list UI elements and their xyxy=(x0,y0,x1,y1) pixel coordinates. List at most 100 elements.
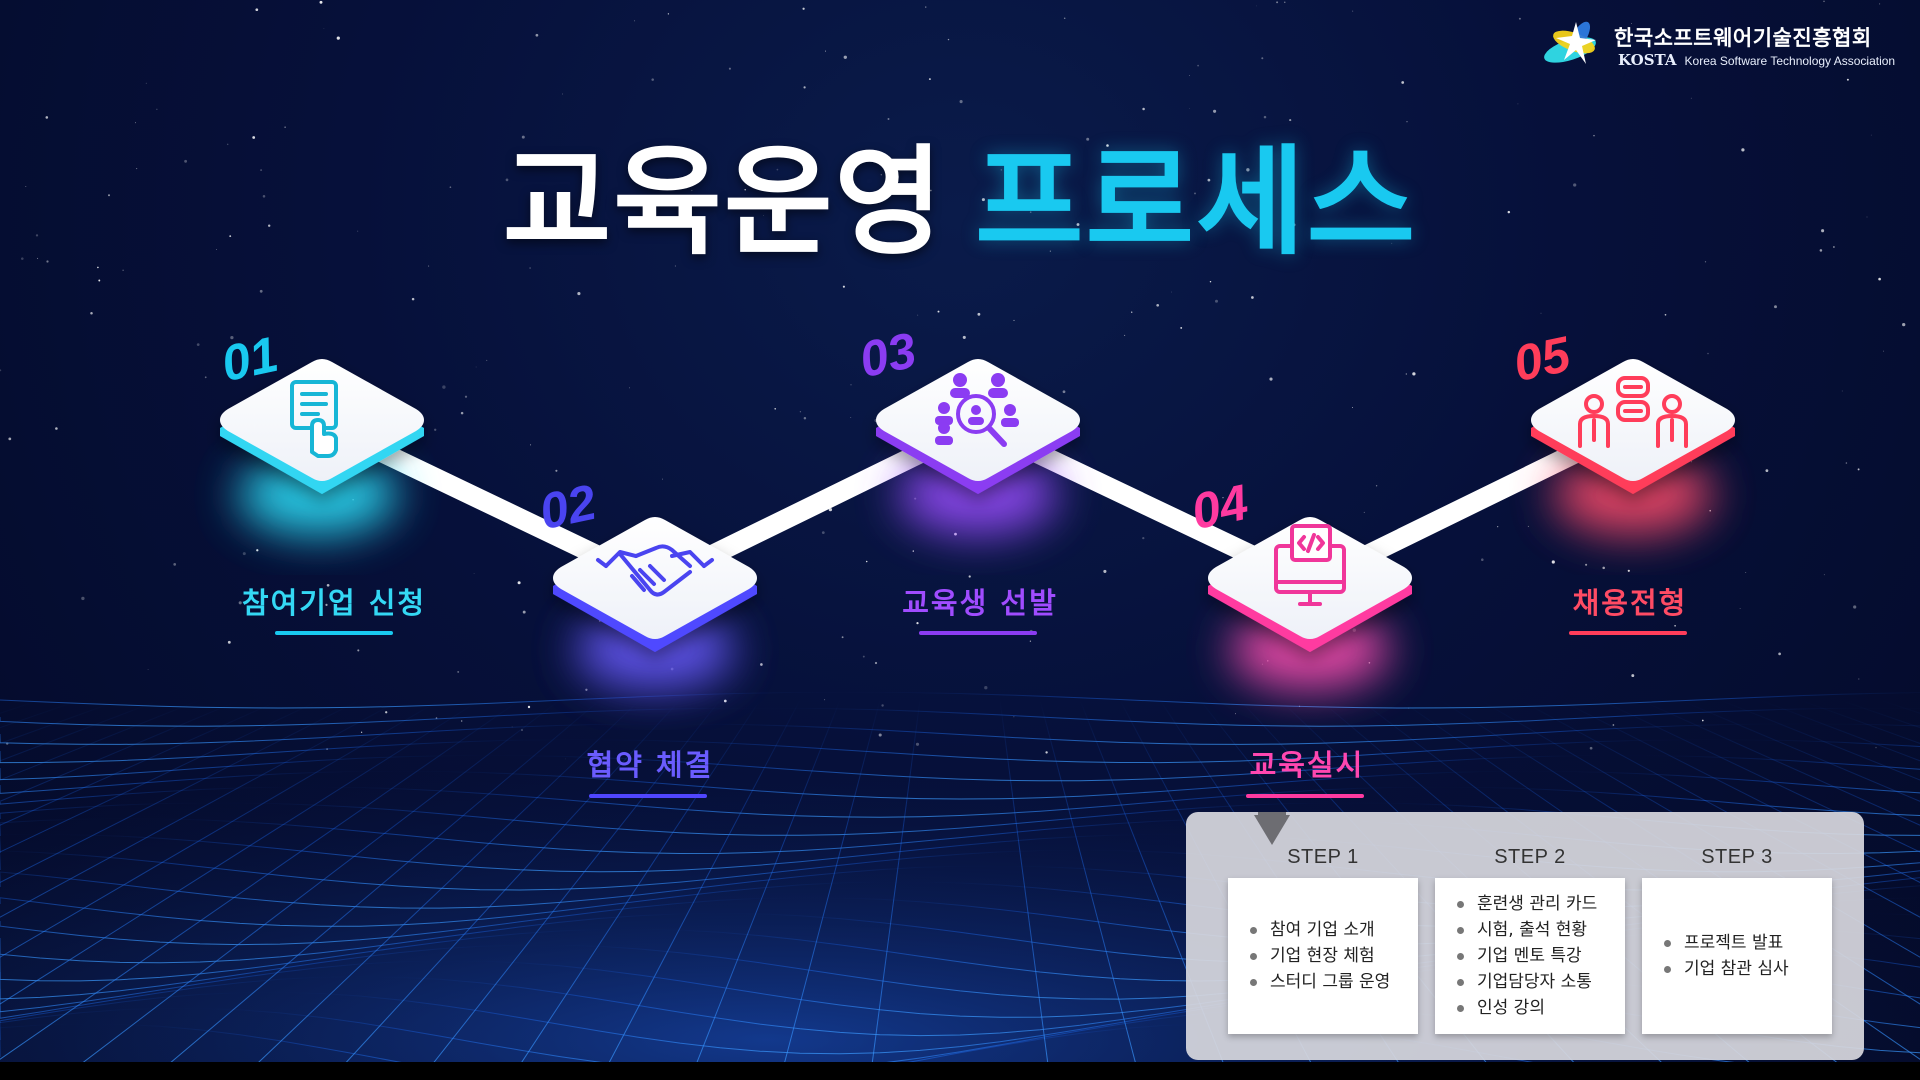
training-step-1-title: STEP 1 xyxy=(1287,846,1359,868)
star xyxy=(1276,1,1279,4)
star xyxy=(357,649,360,652)
star xyxy=(522,610,526,614)
star xyxy=(1707,352,1709,355)
star xyxy=(1197,64,1199,67)
step-label-4: 교육실시 xyxy=(1249,748,1365,782)
star xyxy=(535,33,539,37)
star xyxy=(891,189,894,193)
page-title-white: 교육운영 xyxy=(502,133,945,271)
star xyxy=(887,118,890,120)
people-search-icon xyxy=(935,373,1019,447)
monitor-code-icon xyxy=(1274,524,1346,606)
star xyxy=(1858,678,1860,680)
grid-perspective-line xyxy=(1559,699,1920,883)
star xyxy=(799,411,802,413)
glow-step-3 xyxy=(898,455,1058,535)
star xyxy=(850,417,852,418)
panel-pointer-arrow xyxy=(1254,815,1290,845)
grid-perspective-line xyxy=(0,699,481,1005)
star xyxy=(1774,305,1777,309)
star xyxy=(841,636,844,639)
star xyxy=(1062,390,1066,394)
star xyxy=(1261,57,1264,60)
star xyxy=(1352,407,1354,408)
star xyxy=(634,20,636,22)
step-label-3: 교육생 선발 xyxy=(902,586,1058,620)
training-step-3-list: 프로젝트 발표 기업 참관 심사 xyxy=(1642,930,1789,982)
grid-perspective-line xyxy=(0,699,281,826)
step-number-5: 05 xyxy=(1508,325,1575,393)
star xyxy=(1222,497,1224,499)
star xyxy=(1857,468,1860,471)
star xyxy=(1284,1,1286,3)
star xyxy=(1106,144,1109,147)
star xyxy=(473,572,475,574)
star xyxy=(242,552,246,556)
bottom-bar xyxy=(0,1062,1920,1080)
star xyxy=(325,603,328,607)
step-label-1: 참여기업 신청 xyxy=(241,586,427,620)
grid-perspective-line xyxy=(689,699,841,1080)
star xyxy=(1690,461,1692,463)
star xyxy=(336,36,340,40)
star xyxy=(917,314,919,316)
star xyxy=(256,549,259,552)
grid-wave-line xyxy=(0,707,1920,727)
star xyxy=(916,622,919,625)
star xyxy=(1878,277,1881,281)
star xyxy=(880,174,882,176)
star xyxy=(1551,560,1555,564)
grid-perspective-line xyxy=(0,699,441,958)
star xyxy=(1412,372,1416,376)
star xyxy=(1819,249,1823,252)
star xyxy=(1063,17,1066,20)
star xyxy=(90,312,93,315)
star xyxy=(667,13,670,15)
star xyxy=(1821,229,1825,233)
star xyxy=(98,279,101,282)
star xyxy=(862,655,865,658)
star xyxy=(521,135,525,139)
star xyxy=(25,186,27,187)
star xyxy=(802,7,805,10)
grid-perspective-line xyxy=(239,699,641,1080)
grid-perspective-line xyxy=(59,699,561,1080)
star xyxy=(1883,350,1885,352)
star xyxy=(843,55,847,59)
grid-perspective-line xyxy=(509,699,761,1080)
star xyxy=(900,334,902,336)
grid-perspective-line xyxy=(1719,699,1920,781)
training-step-1-list: 참여 기업 소개 기업 현장 체험 스터디 그룹 운영 xyxy=(1228,917,1390,995)
step-underline-4 xyxy=(1246,794,1364,798)
star xyxy=(1256,5,1257,7)
star xyxy=(968,575,971,578)
step-number-1: 01 xyxy=(216,325,283,393)
star xyxy=(204,376,207,379)
star xyxy=(323,27,325,29)
star xyxy=(1406,121,1408,123)
star xyxy=(1189,107,1190,109)
star xyxy=(37,257,39,259)
star xyxy=(226,143,229,146)
star xyxy=(1269,377,1273,381)
step-number-4: 04 xyxy=(1186,473,1253,541)
grid-perspective-line xyxy=(0,699,521,1060)
step-label-5: 채용전형 xyxy=(1572,586,1688,620)
star xyxy=(227,640,231,644)
star xyxy=(763,204,766,208)
star xyxy=(1690,97,1692,99)
glow-step-1 xyxy=(238,455,398,535)
star xyxy=(850,384,852,386)
star xyxy=(1263,115,1267,119)
step-number-3: 03 xyxy=(854,321,921,389)
star xyxy=(147,669,149,671)
star xyxy=(1846,78,1849,81)
star xyxy=(1631,674,1635,678)
star xyxy=(1209,280,1212,283)
star xyxy=(0,369,2,372)
star xyxy=(803,416,807,420)
star xyxy=(1124,334,1126,336)
star xyxy=(1292,223,1296,227)
star xyxy=(1527,525,1529,527)
star xyxy=(1866,216,1868,218)
